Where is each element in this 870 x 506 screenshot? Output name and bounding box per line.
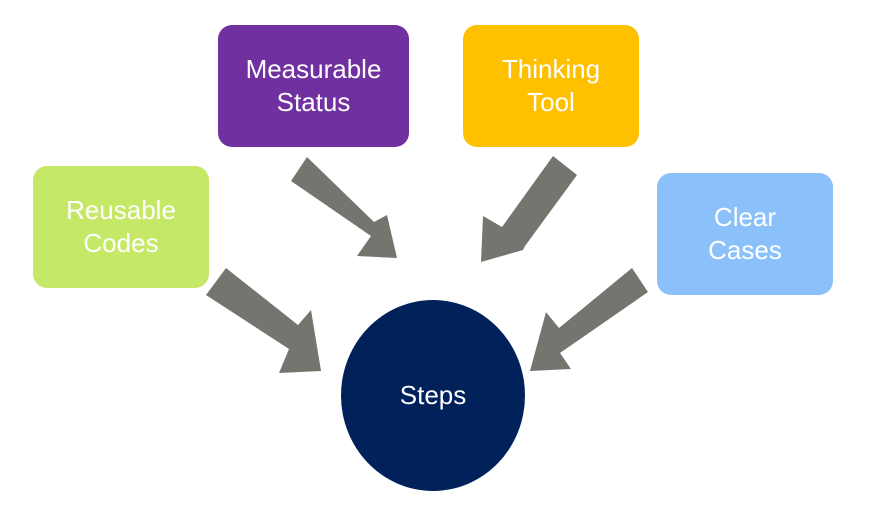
node-measurable-status-line1: Measurable [245,54,382,84]
node-reusable-codes-line1: Reusable [66,195,176,225]
arrow-measurable-to-steps [291,157,397,258]
node-clear-cases: Clear Cases [657,173,833,295]
node-steps-label: Steps [399,380,467,410]
node-thinking-tool-line2: Tool [527,87,575,117]
arrow-thinking-to-steps [481,156,577,262]
node-reusable-codes: Reusable Codes [33,166,209,288]
node-clear-cases-line2: Cases [708,235,782,265]
node-reusable-codes-line2: Codes [83,228,159,258]
node-thinking-tool: Thinking Tool [463,25,639,147]
arrow-reusable-to-steps [206,268,321,373]
node-steps: Steps [341,300,525,491]
arrow-clear-to-steps [530,268,648,371]
node-measurable-status: Measurable Status [218,25,409,147]
node-thinking-tool-line1: Thinking [501,54,601,84]
node-clear-cases-line1: Clear [713,202,777,232]
node-measurable-status-line2: Status [276,87,351,117]
